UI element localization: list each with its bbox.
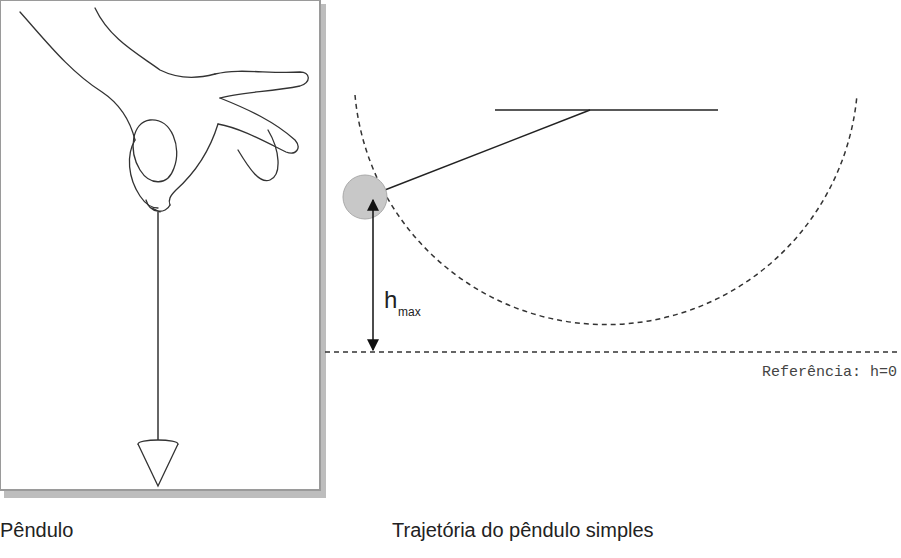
height-subscript: max <box>398 305 421 319</box>
plumb-bob <box>138 444 178 486</box>
caption-label: Pêndulo <box>0 518 73 542</box>
pendulum-string <box>157 212 159 440</box>
trajectory-arc <box>355 95 857 325</box>
reference-line <box>325 351 901 353</box>
caption-label: Trajetória do pêndulo simples <box>392 518 654 542</box>
pendulum-string <box>372 110 590 195</box>
pivot-line <box>495 109 718 111</box>
panel-frame <box>0 0 320 490</box>
height-arrow <box>372 200 374 350</box>
pendulum-bob <box>343 175 387 219</box>
reference-label: Referência: h=0 <box>762 364 897 382</box>
height-symbol: h <box>384 286 397 315</box>
hand-drawing <box>20 8 308 212</box>
